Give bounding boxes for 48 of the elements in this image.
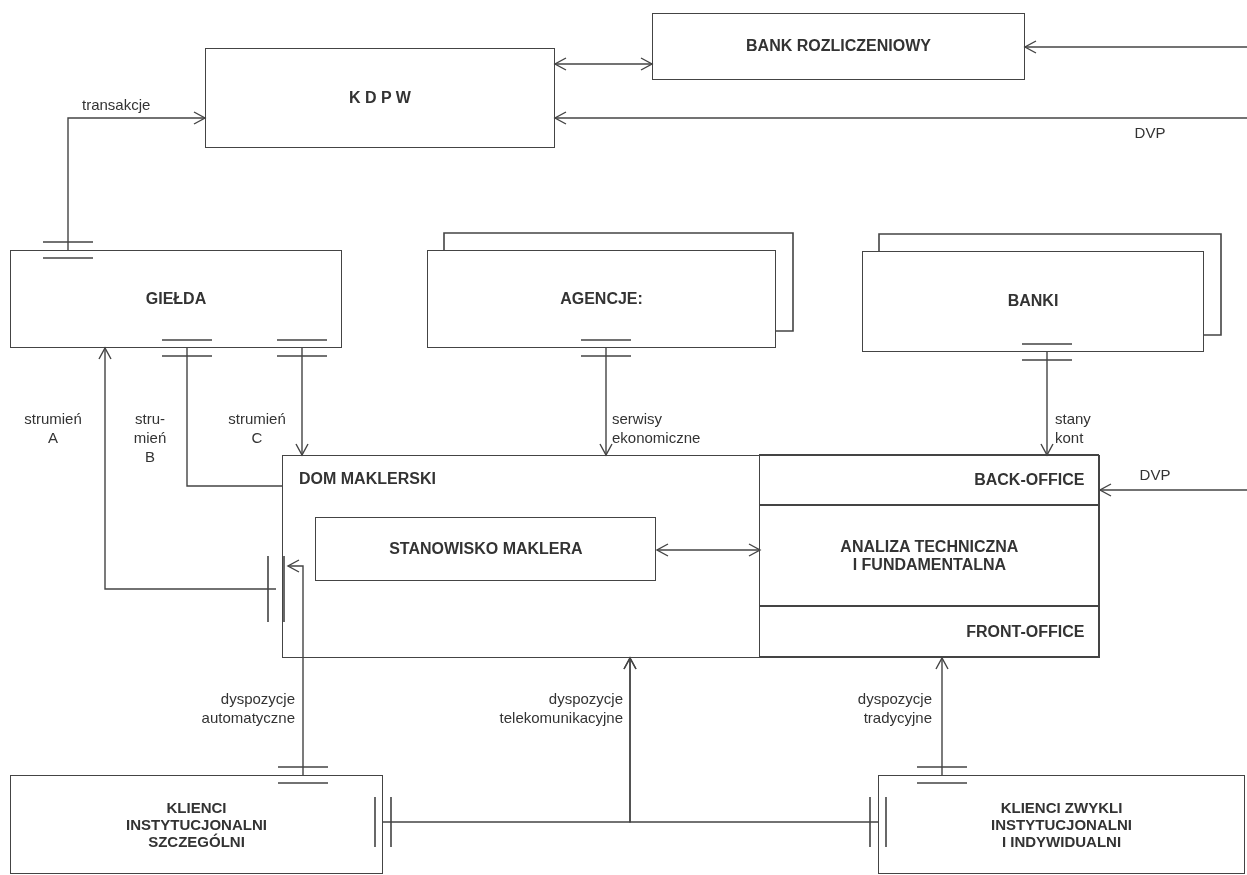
connector-arrow (623, 657, 879, 823)
edge-label: stru- mień B (132, 410, 168, 467)
connector-arrow (1040, 351, 1054, 456)
connector-arrow (287, 559, 304, 776)
edge-label: dyspozycje tradycyjne (856, 690, 932, 728)
connector-arrow (656, 543, 761, 557)
box-label: FRONT-OFFICE (966, 622, 1085, 642)
connector-arrow (1099, 483, 1247, 497)
box-label: BANKI (1007, 292, 1059, 311)
box-label: KLIENCI INSTYTUCJONALNI SZCZEGÓLNI (125, 798, 268, 851)
edge-label: strumień C (227, 410, 287, 448)
brokerage-panel (282, 455, 1100, 658)
connector-arrow (554, 111, 1247, 125)
section-box (759, 505, 1100, 607)
box-label: K D P W (349, 88, 411, 108)
box-label: BACK-OFFICE (974, 470, 1085, 490)
box-label: GIEŁDA (145, 289, 207, 309)
connector-arrow (1024, 40, 1247, 54)
edge-label: stany kont (1055, 410, 1092, 448)
box-label: KLIENCI ZWYKLI INSTYTUCJONALNI I INDYWIDUALNI (990, 798, 1133, 851)
process-box (862, 251, 1204, 352)
section-box (759, 606, 1100, 658)
connector-arrow (295, 347, 309, 456)
edge-label: dyspozycje automatyczne (200, 690, 295, 728)
box-label: BANK ROZLICZENIOWY (746, 37, 931, 56)
process-box (427, 250, 776, 348)
process-box (10, 775, 383, 874)
edge-label: strumień A (23, 410, 83, 448)
connector-arrow (554, 57, 653, 71)
connector-arrow (67, 111, 206, 251)
edge-label: dyspozycje telekomunikacyjne (498, 690, 623, 728)
box-label: ANALIZA TECHNICZNA I FUNDAMENTALNA (839, 537, 1020, 575)
box-label: AGENCJE: (560, 289, 643, 309)
process-box (652, 13, 1025, 80)
process-box (205, 48, 555, 148)
connector-arrow (98, 347, 277, 590)
edge-label: serwisy ekonomiczne (612, 410, 702, 448)
box-label: DOM MAKLERSKI (299, 470, 436, 489)
process-box (878, 775, 1245, 874)
connector-arrow (599, 347, 613, 456)
edge-label: transakcje (82, 96, 152, 115)
process-box (315, 517, 657, 582)
section-box (759, 454, 1100, 506)
edge-label: DVP (1133, 124, 1167, 143)
edge-label: DVP (1138, 466, 1172, 485)
connector-arrow (935, 657, 949, 776)
process-box (10, 250, 342, 348)
box-label: STANOWISKO MAKLERA (389, 540, 583, 559)
